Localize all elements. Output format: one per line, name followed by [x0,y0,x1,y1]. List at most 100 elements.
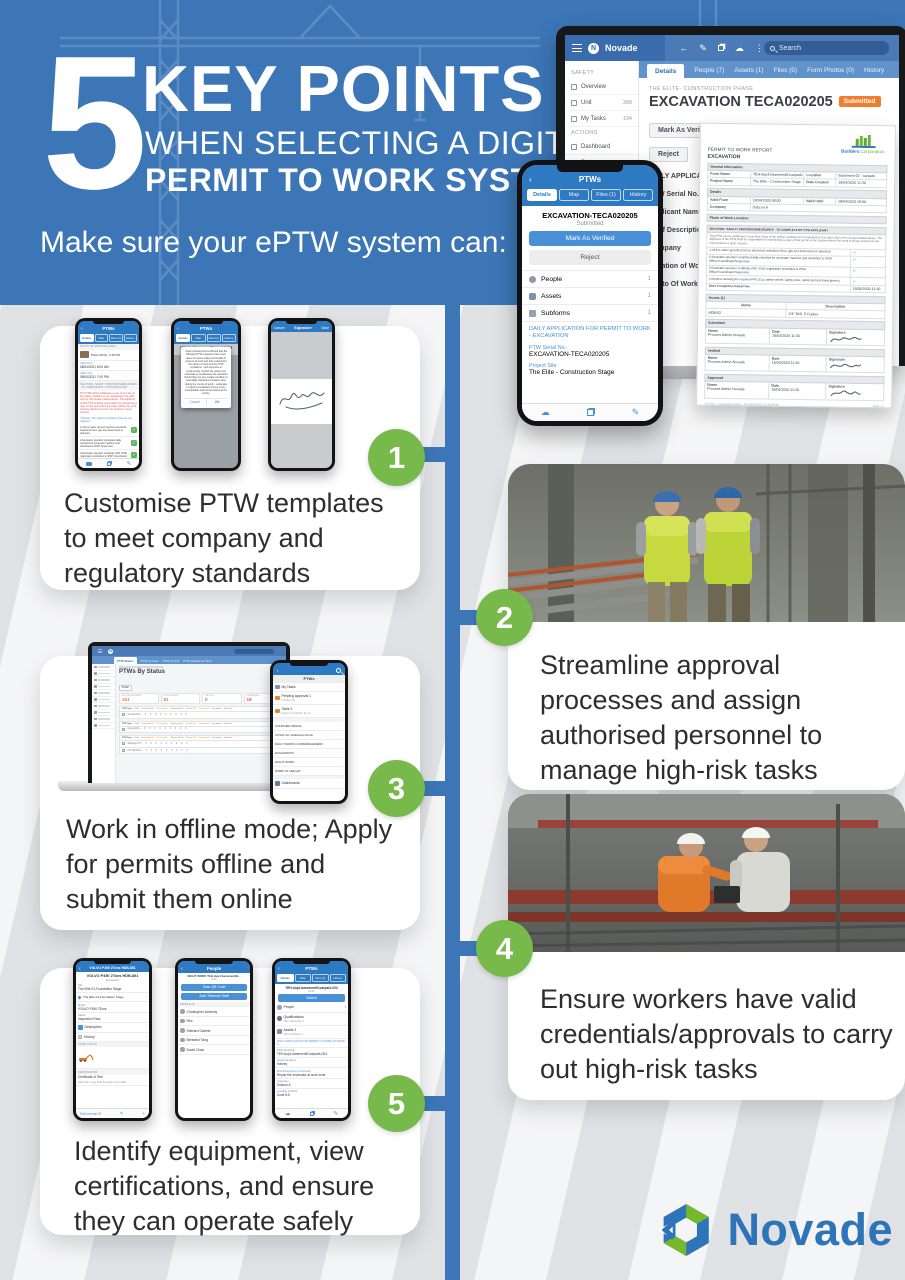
back-icon[interactable]: ‹ [529,175,532,184]
template-item[interactable]: CONFINED SPACE› [273,722,345,731]
back-icon[interactable]: ‹ [81,325,83,332]
tab-ptw-by-user[interactable]: PTW by User [140,658,159,663]
reject-button[interactable]: Reject [649,147,689,162]
scan-qr-button[interactable]: Scan QR Code [181,983,247,992]
cloud-icon[interactable]: ☁ [284,1110,291,1117]
cloud-icon[interactable]: ☁ [540,407,550,417]
mark-as-verified-button[interactable]: Mark As Verified [529,231,651,246]
dashboards-item[interactable]: Dashboards› [273,779,345,789]
copy-icon[interactable] [107,461,112,466]
asset-photo-row[interactable] [76,1047,149,1070]
valid-until-value[interactable]: 08/04/2021 7:00 PM [78,375,139,382]
template-item[interactable]: COVID-19: Additional Check› [273,731,345,740]
tab-history[interactable]: History [864,67,885,74]
search-input[interactable]: Search [763,41,889,55]
tab-details[interactable]: Details [176,333,191,342]
valid-from-value[interactable]: 08/04/2021 8:00 AM [78,365,139,371]
person-row[interactable]: Rex [178,1017,250,1027]
tab-assets[interactable]: Assets (1) [734,67,764,74]
dialog-cancel-button[interactable]: Cancel [184,398,207,406]
edit-icon[interactable]: ✎ [126,460,132,467]
tab-details[interactable]: Details [80,333,94,342]
check-icon[interactable]: ✓ [131,427,137,434]
edit-icon[interactable]: ✎ [631,407,640,417]
back-icon[interactable]: ‹ [277,667,279,673]
tab-files[interactable]: Files (5) [773,67,798,74]
tab-ptw-response[interactable]: PTW Response Time [183,658,212,663]
back-icon[interactable]: ‹ [177,325,179,332]
menu-icon[interactable] [572,44,582,52]
template-item[interactable]: EXCAVATION› [273,749,345,758]
reject-button[interactable]: Reject [529,250,651,265]
check-icon[interactable]: ✓ [131,440,137,447]
sidebar-row[interactable] [92,703,115,710]
tab-history[interactable]: History [123,333,137,342]
submit-button[interactable]: Submit [278,994,345,1002]
tab-details[interactable]: Details [277,973,294,982]
cloud-icon[interactable]: ☁ [734,42,744,53]
sidebar-row[interactable] [92,697,115,703]
status-table-row[interactable]: General Wor...0 0 0 0 0 0 0 0 0 [119,712,283,719]
add-remove-staff-button[interactable]: Add / Remove Staff [181,992,247,1001]
sidebar-row[interactable] [92,671,115,677]
tab-people[interactable]: People (7) [694,67,725,74]
tab-map[interactable]: Map [94,333,108,342]
tab-map[interactable]: Map [191,333,206,342]
tab-history[interactable]: History [329,973,346,982]
edit-icon[interactable]: ✎ [119,1110,124,1116]
status-table-row[interactable]: Hot Work Per...0 0 0 0 0 0 0 0 0 [119,747,283,755]
status-table-row[interactable]: General Per...0 0 0 0 0 0 0 0 0 [119,726,283,734]
sidebar-row[interactable] [92,664,115,671]
signature-cancel-button[interactable]: Cancel [274,325,285,330]
search-icon[interactable] [336,668,341,673]
back-icon[interactable]: ← [679,42,689,53]
copy-icon[interactable] [587,409,595,416]
back-icon[interactable]: ‹ [181,965,183,972]
description-row[interactable]: Description› [76,1023,149,1033]
sidebar-item-dashboard[interactable]: Dashboard [565,139,638,155]
tab-map[interactable]: Map [294,973,311,982]
back-icon[interactable]: ‹ [79,965,81,972]
edit-icon[interactable]: ✎ [699,42,707,53]
dialog-ok-button[interactable]: OK [214,400,220,404]
add-icon[interactable]: + [142,1111,145,1116]
edit-icon[interactable]: ✎ [333,1110,339,1117]
status-table-row[interactable]: Working At H...0 0 0 0 0 0 0 0 0 [119,741,283,748]
tab-details[interactable]: Details [527,189,557,201]
check-icon[interactable]: ✓ [131,451,137,458]
back-icon[interactable]: ‹ [278,965,280,972]
template-item[interactable]: DAILY WORKS COMMENCEMENT...› [273,740,345,749]
menu-icon[interactable] [97,649,103,653]
application-link[interactable]: DAILY APPLICATION FOR PERMIT TO WORK - E… [522,321,658,342]
checklist-row[interactable]: 1.All live under ground services (electr… [78,424,139,438]
list-item[interactable]: My Tasks› [273,683,345,692]
sidebar-row[interactable] [92,677,115,684]
sidebar-row[interactable] [92,716,115,723]
location-row[interactable]: The Elite 01-Foundation Stage› [76,993,149,1003]
person-row[interactable]: Christopher Anthony [178,1007,250,1017]
edit-internal-id-link[interactable]: Edit Internal ID [80,1111,102,1116]
sidebar-row[interactable] [92,710,115,716]
tab-ptw-status[interactable]: PTW Status [114,657,137,664]
tab-files[interactable]: Files (1) [109,333,123,342]
tab-files[interactable]: Files (1) [591,189,621,201]
copy-icon[interactable] [717,44,724,51]
sidebar-row[interactable] [92,684,115,690]
tab-form-photos[interactable]: Form Photos (0) [807,67,855,74]
camera-icon[interactable] [85,461,92,466]
template-item[interactable]: WORK AT HEIGHT› [273,767,345,776]
checklist-row[interactable]: 2.Excavator operator completed daily che… [78,437,139,451]
person-row[interactable]: David Chan [178,1045,250,1055]
signature-save-button[interactable]: Save [321,325,329,330]
history-row[interactable]: History› [76,1033,149,1042]
sidebar-item-overview[interactable]: Overview [565,79,638,95]
photo-row[interactable]: Photo 06/01, 3:15 PM [78,350,139,361]
signature-canvas[interactable] [271,379,332,419]
